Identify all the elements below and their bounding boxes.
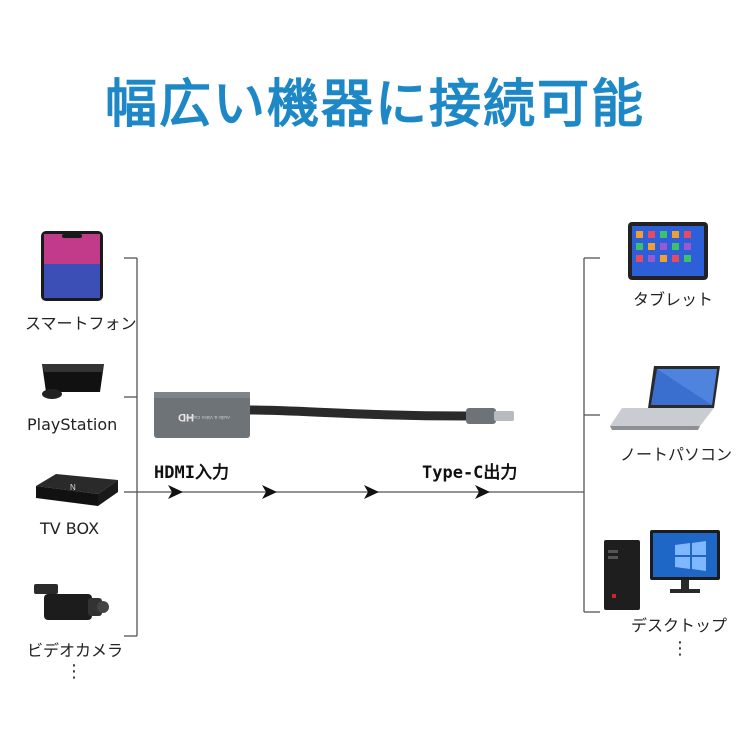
capture-adapter: HD Audio & Video Capture (154, 392, 514, 438)
video-camera-icon (34, 584, 109, 620)
device-label-smartphone: スマートフォン (25, 314, 137, 333)
device-label-playstation: PlayStation (27, 415, 118, 434)
device-label-video-camera: ビデオカメラ (27, 641, 124, 660)
adapter-hd-mark: HD (178, 411, 194, 423)
adapter-cable (247, 405, 469, 421)
left-more-indicator: ⋮ (65, 661, 83, 682)
adapter-body (154, 392, 250, 438)
tablet-icon (628, 222, 708, 280)
flow-arrow-1 (168, 485, 183, 499)
desktop-icon (604, 530, 720, 610)
right-more-indicator: ⋮ (671, 638, 689, 659)
page-title: 幅広い機器に接続可能 (104, 75, 645, 135)
smartphone-icon (41, 231, 103, 301)
left-bracket (124, 257, 138, 637)
device-label-tv-box: TV BOX (40, 519, 100, 538)
adapter-caption: Audio & Video Capture (184, 415, 230, 420)
hdmi-input-label: HDMI入力 (154, 463, 229, 483)
flow-arrow-4 (475, 485, 490, 499)
device-label-desktop: デスクトップ (631, 616, 728, 635)
game-console-icon (42, 364, 104, 399)
right-bracket (583, 257, 600, 613)
svg-text:N: N (70, 483, 76, 492)
device-label-laptop: ノートパソコン (620, 445, 733, 464)
flow-arrow-2 (262, 485, 277, 499)
laptop-icon (610, 366, 720, 430)
type-c-connector (494, 411, 514, 421)
type-c-plug-body (466, 408, 496, 424)
device-label-tablet: タブレット (633, 290, 714, 309)
tv-box-icon: N (36, 474, 118, 506)
type-c-output-label: Type-C出力 (422, 463, 518, 483)
flow-arrow-3 (364, 485, 379, 499)
